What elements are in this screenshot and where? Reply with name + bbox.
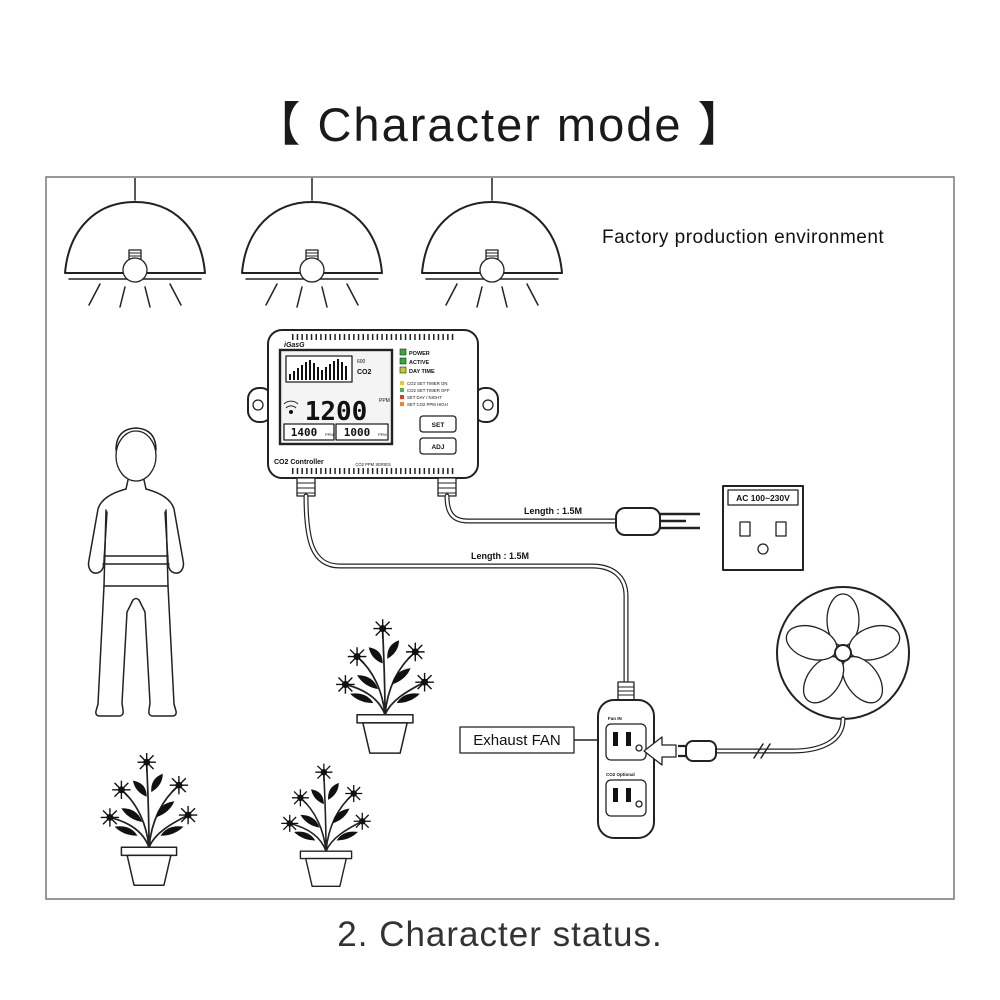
- set-button: [419, 415, 457, 433]
- page-caption: 2. Character status.: [337, 915, 663, 954]
- scene-svg: Factory production environment: [45, 176, 955, 900]
- power-led-icon: [399, 348, 407, 356]
- exhaust-fan-callout: Exhaust FAN: [459, 726, 599, 754]
- page-title: 【 Character mode 】: [253, 98, 747, 152]
- daytime-led-icon: [399, 366, 407, 374]
- status-line: CO2 SET TIMER ON: [407, 381, 447, 386]
- co2-controller-device: iGasG 600 CO2 1200 PPM 1400 PPM: [247, 329, 499, 497]
- device-name: CO2 Controller: [274, 459, 324, 466]
- power-cable-length-label: Length : 1.5M: [524, 506, 582, 516]
- socket-slot-icon: [613, 788, 618, 802]
- adj-button: [419, 437, 457, 455]
- status-legend: CO2 SET TIMER ON CO2 SET TIMER OFF SET D…: [400, 381, 450, 407]
- left-arrow-icon: [643, 736, 677, 766]
- fan-cord: [713, 716, 846, 759]
- adj-button-label: ADJ: [431, 444, 444, 451]
- device-buttons: SET ADJ: [419, 415, 457, 455]
- status-line: SET DAY / NIGHT: [407, 395, 442, 400]
- power-plug-icon: [615, 507, 700, 536]
- device-series: CO2 PPM SERIES: [355, 462, 391, 467]
- fan-icon: [776, 586, 910, 720]
- person-figure: [87, 427, 185, 717]
- lcd-co2-label: CO2: [357, 369, 372, 376]
- power-led-label: POWER: [409, 351, 430, 357]
- strip-port2-label: CO2 Optional: [606, 772, 635, 777]
- outlet-ground-icon: [757, 543, 769, 555]
- lcd-main-value: 1200: [305, 397, 368, 427]
- set-button-label: SET: [432, 422, 445, 429]
- power-cable: [444, 493, 621, 524]
- lcd-ppm-label: PPM: [379, 398, 390, 404]
- active-led-icon: [399, 357, 407, 365]
- daytime-led-label: DAY TIME: [409, 369, 435, 375]
- socket-slot-icon: [626, 732, 631, 746]
- scene-border: [45, 176, 955, 900]
- power-strip: Fan IN CO2 Optional: [597, 681, 655, 839]
- outlet-voltage-label: AC 100~230V: [736, 493, 790, 503]
- strip-cable: [303, 493, 629, 687]
- lcd-set-high-unit: PPM: [378, 432, 387, 437]
- mount-hole-icon: [482, 399, 494, 411]
- lcd-set-low-unit: PPM: [325, 432, 334, 437]
- socket-button-icon: [635, 744, 643, 752]
- outlet-slot-icon: [775, 521, 787, 537]
- fan-cable-length-label: Length : 1.5M: [471, 551, 529, 561]
- lcd-set-low: 1400: [291, 426, 318, 439]
- signal-icon: [289, 410, 293, 414]
- mount-hole-icon: [252, 399, 264, 411]
- socket-slot-icon: [613, 732, 618, 746]
- device-brand: iGasG: [284, 342, 305, 349]
- lcd-set-high: 1000: [344, 426, 371, 439]
- fan-plug-icon: [678, 740, 717, 762]
- wall-outlet: AC 100~230V: [722, 485, 804, 571]
- led-panel: POWER ACTIVE DAY TIME: [399, 348, 435, 375]
- device-lcd: 600 CO2 1200 PPM 1400 PPM 1000 PPM: [278, 348, 394, 446]
- strip-port1-label: Fan IN: [608, 716, 622, 721]
- active-led-label: ACTIVE: [409, 360, 430, 366]
- environment-label: Factory production environment: [602, 227, 884, 248]
- diagram-frame: Factory production environment: [45, 176, 955, 900]
- socket-slot-icon: [626, 788, 631, 802]
- status-line: SET CO2 PPM HIGH: [407, 402, 448, 407]
- socket-button-icon: [635, 800, 643, 808]
- exhaust-fan-label: Exhaust FAN: [473, 732, 561, 749]
- outlet-slot-icon: [739, 521, 751, 537]
- status-line: CO2 SET TIMER OFF: [407, 388, 450, 393]
- lcd-graph-max: 600: [357, 359, 366, 365]
